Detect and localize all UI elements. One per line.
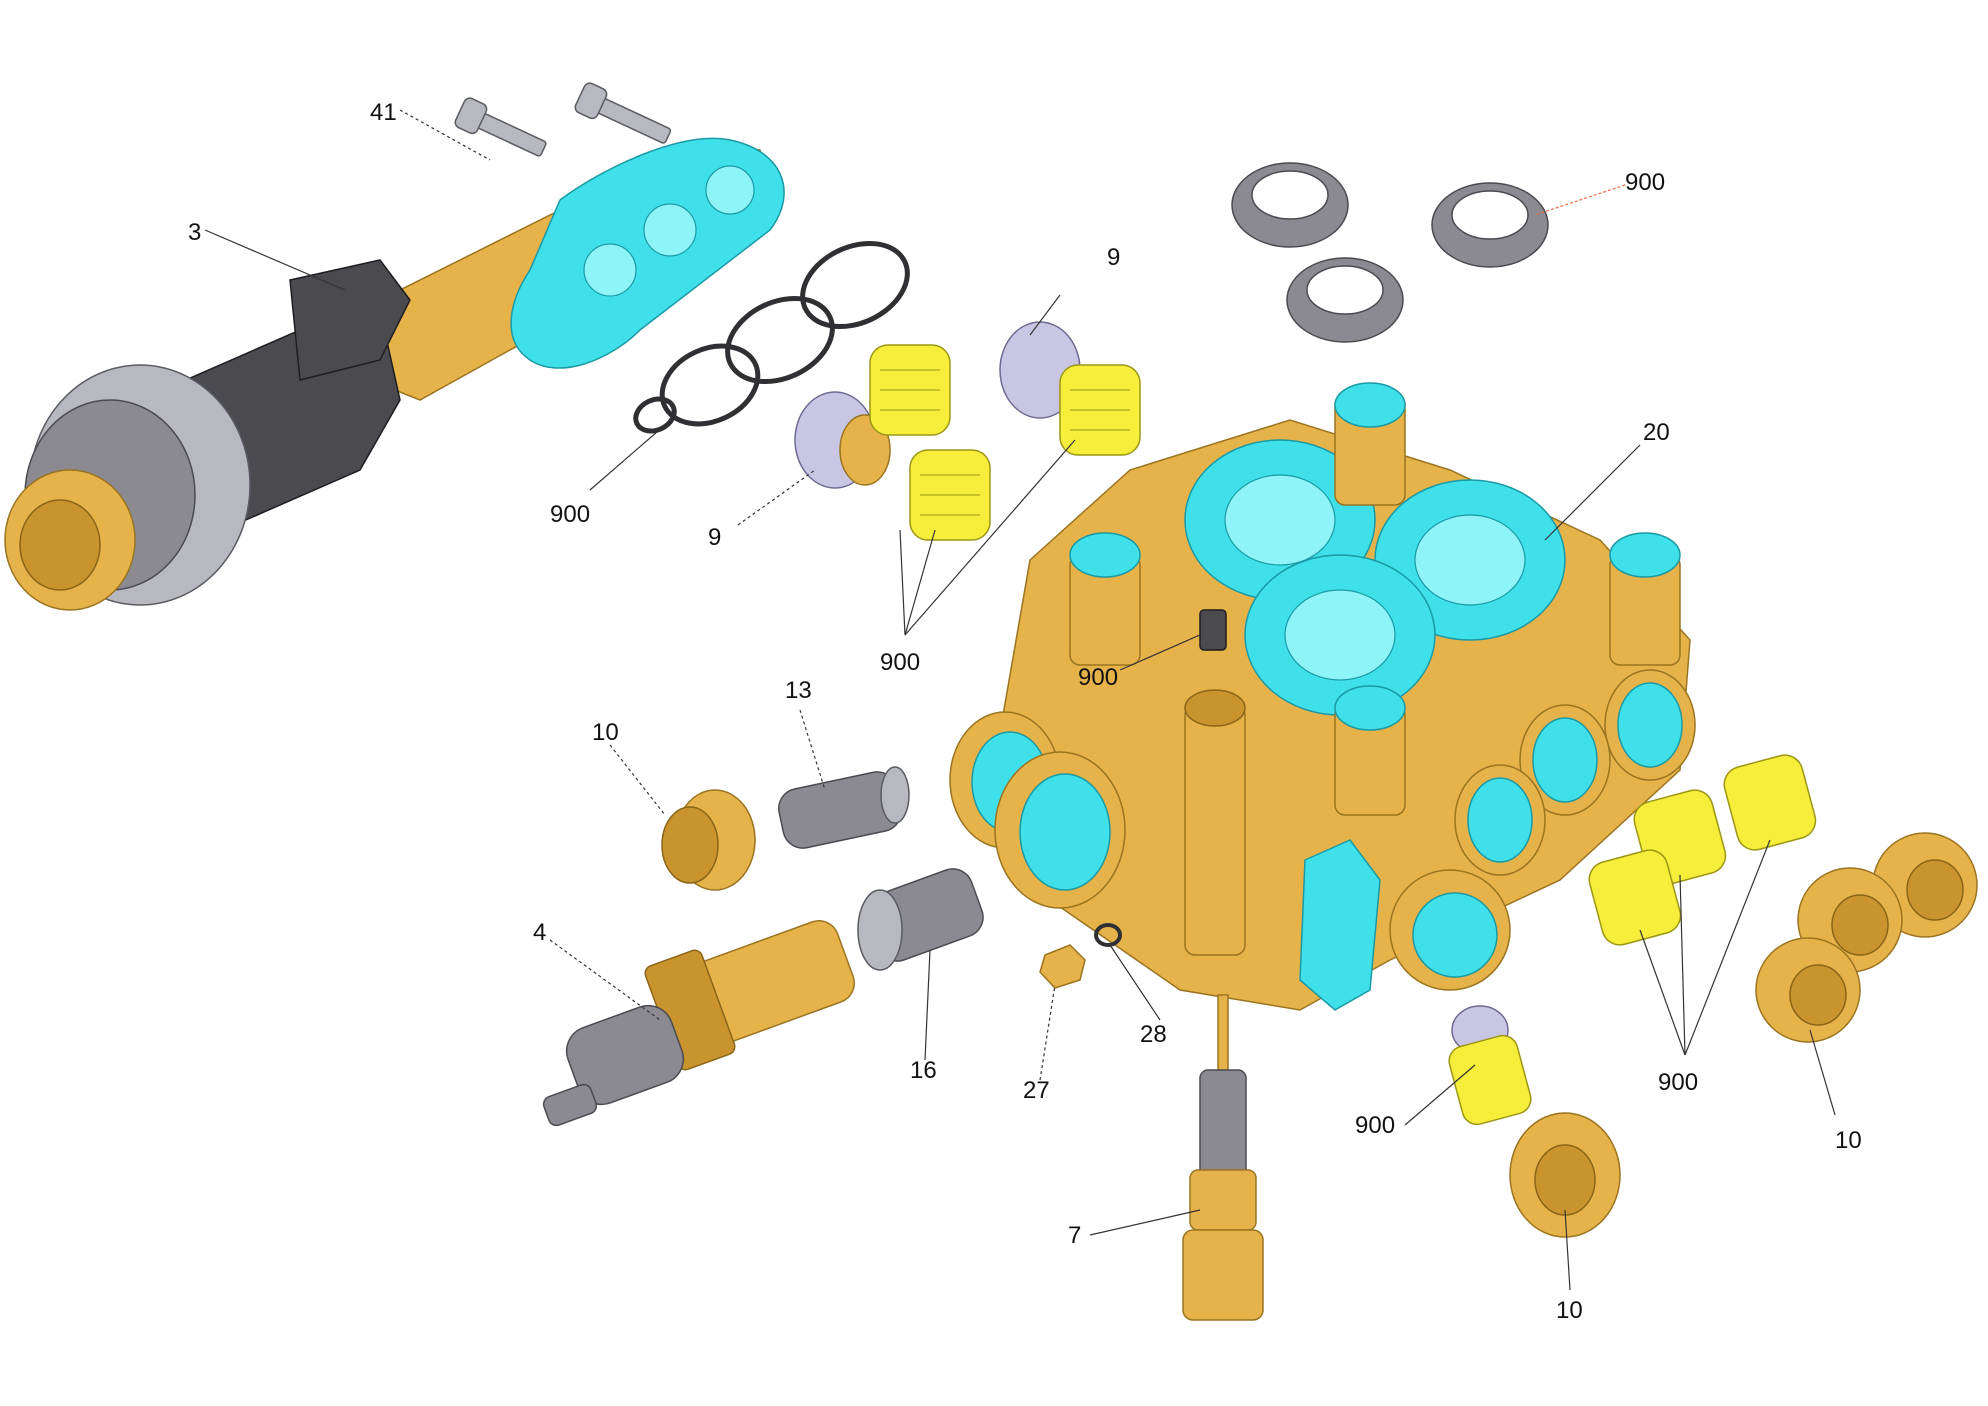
o-ring-part-28 [1094,923,1122,947]
plugs-part-10-right [1755,832,1978,1043]
callout-900-orings: 900 [550,501,590,528]
callout-41: 41 [370,99,397,126]
pump-head-part-20 [949,382,1696,1011]
sealing-rings-900 [1231,162,1549,343]
callout-900-bottom: 900 [1355,1112,1395,1139]
plug-part-27 [1039,944,1086,989]
check-valve-900-bottom [1448,1005,1532,1126]
callout-9-right: 9 [1107,244,1120,271]
callout-10-left: 10 [592,719,619,746]
callout-4: 4 [533,919,546,946]
outlet-assembly-part-3 [4,137,785,611]
callout-10-right: 10 [1835,1127,1862,1154]
callout-16: 16 [910,1057,937,1084]
plug-part-10-left [661,789,756,891]
bolt-part-41 [454,82,672,157]
callout-13: 13 [785,677,812,704]
callout-900-valves: 900 [880,649,920,676]
callout-900-right: 900 [1658,1069,1698,1096]
callout-27: 27 [1023,1077,1050,1104]
callout-7: 7 [1068,1222,1081,1249]
callout-900-top: 900 [1625,169,1665,196]
callout-20: 20 [1643,419,1670,446]
sleeve-part-13 [778,766,910,849]
leader-lines [204,109,1836,1291]
callout-28: 28 [1140,1021,1167,1048]
unloader-valve-part-4 [542,920,855,1127]
check-valves-900-top [869,344,1141,541]
bypass-valve-part-7 [1182,994,1264,1321]
callout-900-center: 900 [1078,664,1118,691]
callout-10-bottom: 10 [1556,1297,1583,1324]
callout-3: 3 [188,219,201,246]
callout-labels: 41 3 900 9 9 900 900 20 900 13 10 4 16 2… [188,99,1862,1324]
valve-insert-part-16 [857,868,984,971]
plug-part-10-bottom [1509,1112,1621,1238]
callout-9-left: 9 [708,524,721,551]
check-valves-900-right [1588,754,1817,946]
